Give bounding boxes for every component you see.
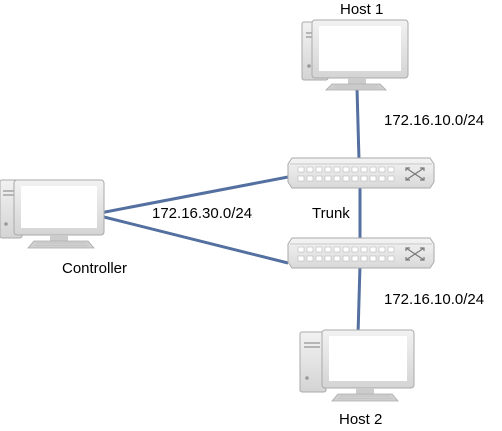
switch-1-icon (287, 157, 435, 189)
controller-label: Controller (62, 260, 128, 277)
link-switch2-host2 (356, 264, 362, 336)
switch-2-icon (287, 237, 435, 269)
host1-computer-icon (301, 19, 409, 91)
link-controller-switch2 (99, 214, 289, 265)
trunk-label: Trunk (312, 205, 350, 222)
link-host1-switch1 (355, 87, 361, 161)
host1-subnet-label: 172.16.10.0/24 (384, 112, 485, 129)
host2-label: Host 2 (339, 411, 383, 428)
switch-arrows-icon (405, 247, 425, 261)
host2-subnet-label: 172.16.10.0/24 (384, 291, 485, 308)
controller-computer-icon (0, 179, 105, 249)
host1-label: Host 1 (340, 1, 384, 18)
controller-subnet-label: 172.16.30.0/24 (152, 205, 253, 222)
link-controller-switch1 (99, 175, 289, 215)
host2-computer-icon (299, 329, 415, 402)
switch-arrows-icon (405, 167, 425, 181)
links (99, 87, 362, 336)
